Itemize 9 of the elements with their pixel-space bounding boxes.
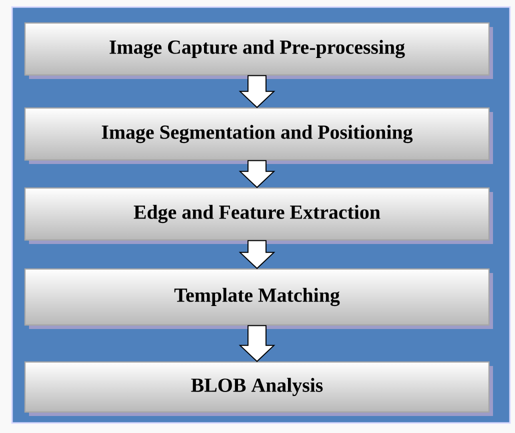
process-box: Template Matching [24, 268, 490, 326]
block-arrow [238, 160, 276, 188]
process-box: Edge and Feature Extraction [24, 187, 490, 241]
process-box: Image Segmentation and Positioning [24, 107, 490, 161]
block-arrow [238, 325, 276, 362]
process-box: Image Capture and Pre-processing [24, 22, 490, 76]
block-arrow [238, 75, 276, 108]
process-box: BLOB Analysis [24, 361, 490, 413]
block-arrow [238, 240, 276, 270]
